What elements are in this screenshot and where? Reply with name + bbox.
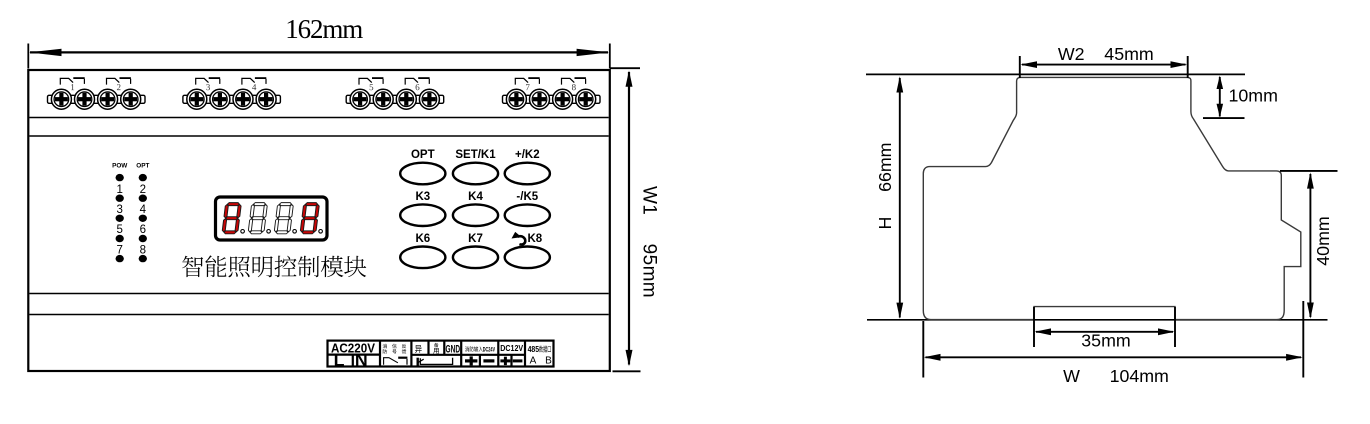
svg-text:5: 5 xyxy=(116,224,122,236)
svg-text:W 104mm: W 104mm xyxy=(1063,366,1169,386)
svg-text:W2 45mm: W2 45mm xyxy=(1058,44,1154,64)
svg-text:H 66mm: H 66mm xyxy=(875,143,895,230)
svg-text:K4: K4 xyxy=(468,191,483,203)
svg-text:N: N xyxy=(355,350,368,370)
svg-text:GND: GND xyxy=(446,343,461,355)
svg-text:AC220V: AC220V xyxy=(331,341,375,356)
svg-text:W1 95mm: W1 95mm xyxy=(639,186,660,298)
svg-text:A: A xyxy=(530,356,537,367)
svg-text:485: 485 xyxy=(528,345,540,354)
svg-text:K8: K8 xyxy=(527,233,542,245)
svg-text:OPT: OPT xyxy=(411,149,435,161)
svg-text:-/K5: -/K5 xyxy=(516,191,538,203)
svg-text:B: B xyxy=(545,356,552,367)
svg-text:DC24V: DC24V xyxy=(483,346,496,353)
svg-text:10mm: 10mm xyxy=(1229,86,1278,106)
svg-text:SET/K1: SET/K1 xyxy=(455,149,496,161)
svg-text:2: 2 xyxy=(140,184,146,196)
svg-text:162mm: 162mm xyxy=(285,14,363,44)
svg-text:K7: K7 xyxy=(468,233,483,245)
svg-text:35mm: 35mm xyxy=(1081,330,1130,350)
svg-text:6: 6 xyxy=(140,224,146,236)
svg-text:3: 3 xyxy=(116,204,122,216)
svg-text:4: 4 xyxy=(140,204,147,216)
svg-text:7: 7 xyxy=(116,244,122,256)
svg-text:L: L xyxy=(334,350,345,370)
svg-text:POW: POW xyxy=(112,162,128,169)
svg-text:K6: K6 xyxy=(415,233,430,245)
svg-text:8: 8 xyxy=(140,244,146,256)
svg-text:1: 1 xyxy=(116,184,122,196)
svg-text:40mm: 40mm xyxy=(1313,216,1333,265)
svg-text:OPT: OPT xyxy=(136,162,149,169)
svg-text:DC12V: DC12V xyxy=(500,344,523,353)
svg-text:+/K2: +/K2 xyxy=(515,149,540,161)
svg-text:K3: K3 xyxy=(415,191,430,203)
